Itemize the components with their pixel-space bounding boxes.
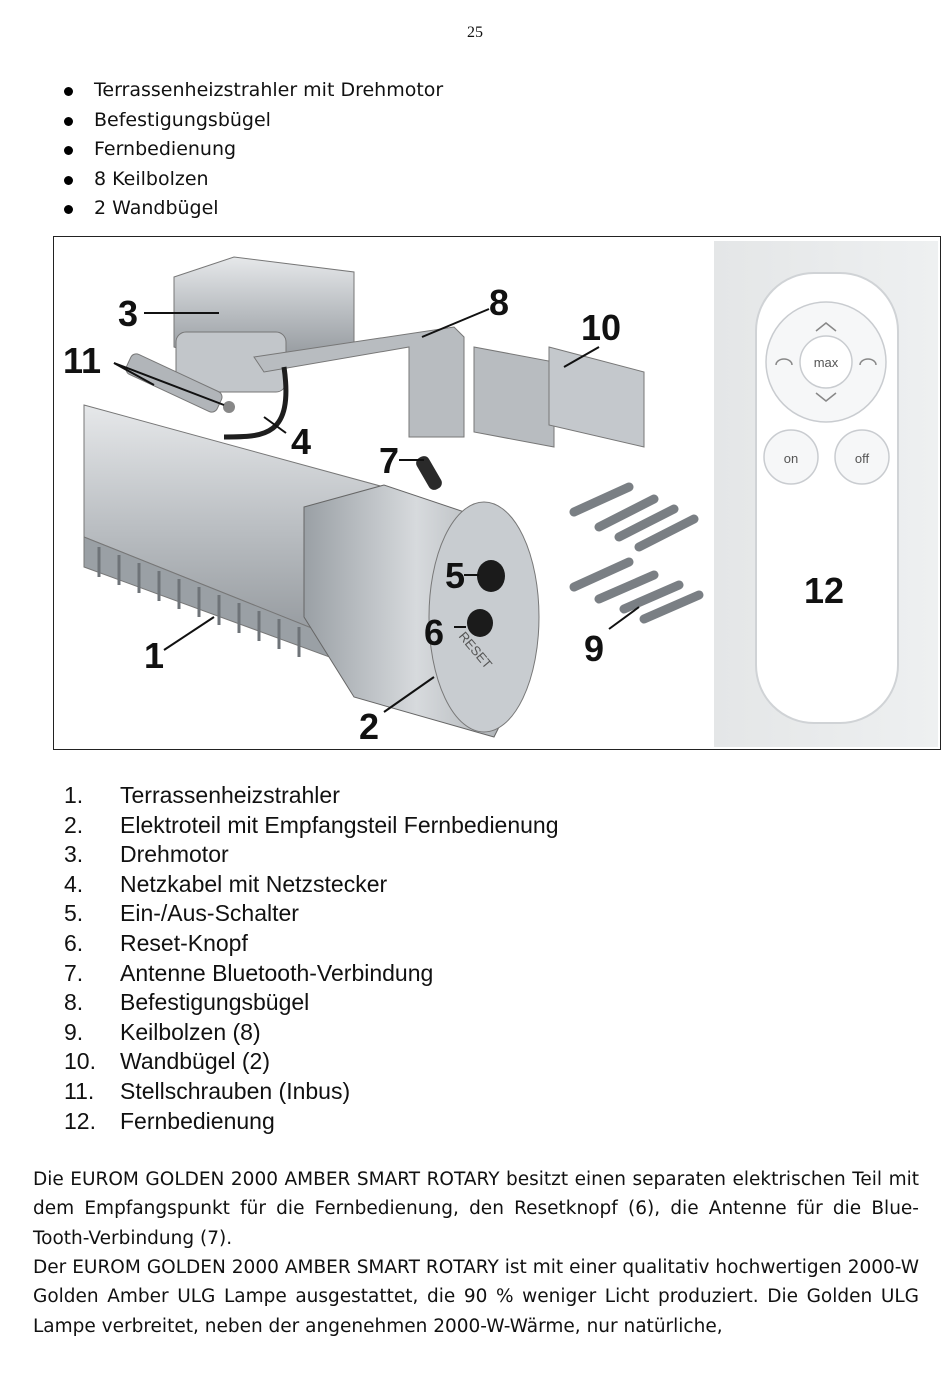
callout-10: 10 (581, 307, 621, 348)
callout-4: 4 (291, 421, 311, 462)
callout-12: 12 (804, 570, 844, 611)
list-item-label: Reset-Knopf (120, 929, 248, 956)
remote-off-button-label: off (855, 451, 870, 466)
list-item-label: Fernbedienung (120, 1107, 275, 1134)
remote-max-button-label: max (814, 355, 839, 370)
list-item-number: 11. (64, 1077, 95, 1104)
power-cable (223, 366, 289, 440)
page-number: 25 (467, 24, 483, 41)
chevron-down-icon (815, 392, 837, 402)
list-item-label: Drehmotor (120, 841, 229, 868)
list-item: 9. Keilbolzen (8) (64, 1018, 559, 1048)
callout-11: 11 (63, 340, 101, 381)
list-item: 2. Elektroteil mit Empfangsteil Fernbedie… (64, 811, 559, 841)
remote-on-button-label: on (784, 451, 798, 466)
parts-list: 1. Terrassenheizstrahler 2. Elektroteil mi… (64, 781, 559, 1136)
list-item-number: 7. (64, 959, 84, 986)
list-item-number: 9. (64, 1018, 84, 1045)
list-item: 11. Stellschrauben (Inbus) (64, 1077, 559, 1107)
list-item-number: 5. (64, 900, 84, 927)
list-item-number: 10. (64, 1048, 96, 1075)
list-item-number: 4. (64, 870, 84, 897)
bullet-item: Befestigungsbügel (60, 106, 443, 136)
list-item-label: Elektroteil mit Empfangsteil Fernbedienu… (120, 811, 559, 838)
list-item: 6. Reset-Knopf (64, 929, 559, 959)
callout-3: 3 (118, 293, 138, 334)
rotate-left-icon (775, 358, 793, 366)
callout-8: 8 (489, 282, 509, 323)
callout-2: 2 (359, 706, 379, 747)
list-item-number: 2. (64, 811, 84, 838)
list-item-number: 12. (64, 1107, 96, 1134)
list-item-label: Ein-/Aus-Schalter (120, 900, 299, 927)
antenna (416, 456, 442, 490)
contents-bullet-list: Terrassenheizstrahler mit Drehmotor Befe… (60, 76, 443, 224)
list-item: 1. Terrassenheizstrahler (64, 781, 559, 811)
list-item-label: Wandbügel (2) (120, 1048, 271, 1075)
list-item: 4. Netzkabel mit Netzstecker (64, 870, 559, 900)
callout-1: 1 (144, 635, 164, 676)
bullet-item: 8 Keilbolzen (60, 165, 443, 195)
list-item-number: 6. (64, 929, 84, 956)
rotary-motor (125, 256, 465, 440)
list-item-label: Stellschrauben (Inbus) (120, 1077, 351, 1104)
list-item-label: Keilbolzen (8) (120, 1018, 261, 1045)
product-parts-figure: RESET (53, 236, 941, 750)
callout-6: 6 (424, 612, 444, 653)
list-item-number: 3. (64, 841, 84, 868)
callout-5: 5 (445, 555, 465, 596)
body-paragraph: Der EUROM GOLDEN 2000 AMBER SMART ROTARY… (33, 1257, 919, 1337)
remote-control: max on off 12 (714, 241, 938, 747)
list-item: 5. Ein-/Aus-Schalter (64, 899, 559, 929)
chevron-up-icon (815, 322, 837, 332)
list-item: 3. Drehmotor (64, 840, 559, 870)
list-item-label: Befestigungsbügel (120, 989, 310, 1016)
wedge-bolts (569, 482, 704, 624)
bullet-item: Fernbedienung (60, 135, 443, 165)
list-item-label: Antenne Bluetooth-Verbindung (120, 959, 434, 986)
bullet-item: Terrassenheizstrahler mit Drehmotor (60, 76, 443, 106)
list-item-label: Terrassenheizstrahler (120, 782, 340, 808)
heater-unit: RESET (83, 404, 540, 738)
reset-button (467, 609, 493, 637)
callout-leaders (113, 308, 640, 713)
list-item: 8. Befestigungsbügel (64, 988, 559, 1018)
callout-7: 7 (379, 440, 399, 481)
rotate-right-icon (859, 358, 877, 366)
bullet-item: 2 Wandbügel (60, 194, 443, 224)
list-item-label: Netzkabel mit Netzstecker (120, 870, 388, 897)
callout-9: 9 (584, 628, 604, 669)
on-off-switch (477, 560, 505, 592)
parts-illustration: RESET (63, 241, 938, 747)
list-item-number: 1. (64, 782, 84, 808)
list-item: 7. Antenne Bluetooth-Verbindung (64, 959, 559, 989)
body-paragraph: Die EUROM GOLDEN 2000 AMBER SMART ROTARY… (33, 1169, 919, 1249)
list-item-number: 8. (64, 989, 84, 1016)
list-item: 12. Fernbedienung (64, 1107, 559, 1137)
list-item: 10. Wandbügel (2) (64, 1047, 559, 1077)
wall-brackets (473, 346, 645, 448)
